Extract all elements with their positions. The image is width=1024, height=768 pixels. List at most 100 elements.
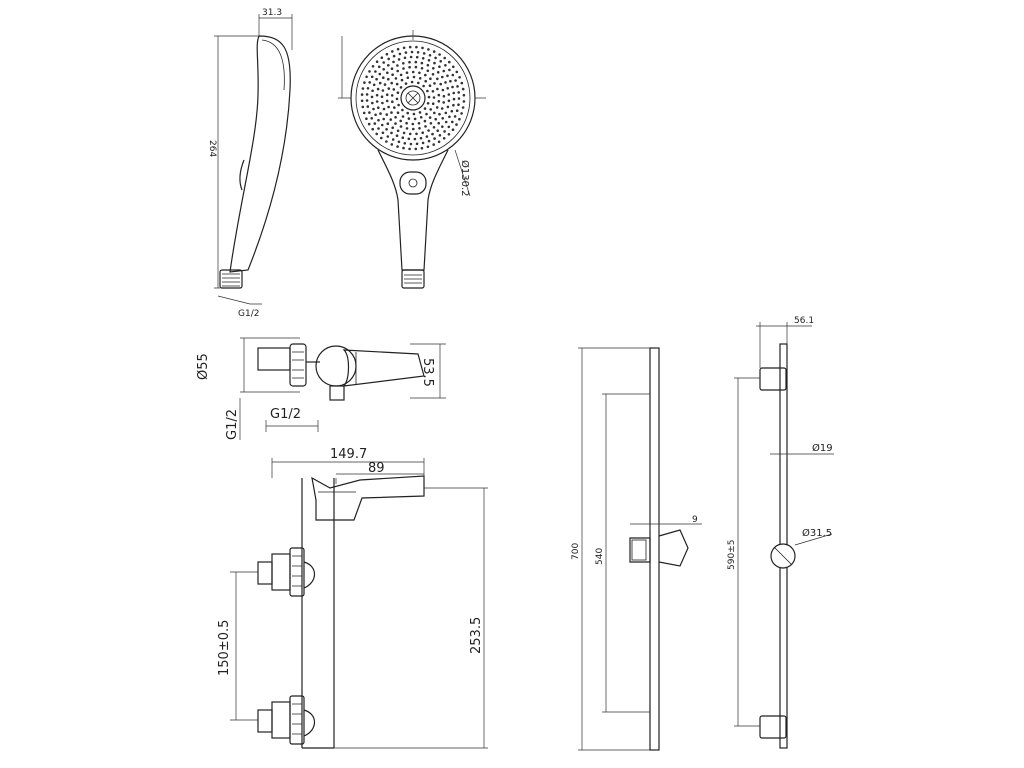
nozzle-dot bbox=[372, 107, 375, 111]
nozzle-dot bbox=[401, 108, 404, 112]
nozzle-dot bbox=[397, 58, 401, 61]
nozzle-dot bbox=[443, 130, 446, 133]
nozzle-dot bbox=[404, 51, 408, 54]
nozzle-dot bbox=[387, 64, 390, 67]
nozzle-dot bbox=[410, 50, 414, 54]
nozzle-dot bbox=[442, 94, 446, 98]
slide-rail-front-view: 700 540 9 bbox=[571, 347, 702, 751]
knob-diameter-label: Ø31.5 bbox=[802, 527, 832, 539]
nozzle-dot bbox=[436, 129, 440, 132]
nozzle-dot bbox=[452, 91, 456, 95]
nozzle-dot bbox=[422, 52, 426, 55]
nozzle-dot bbox=[456, 85, 459, 88]
nozzle-dot bbox=[382, 68, 386, 71]
nozzle-dot bbox=[427, 48, 430, 51]
nozzle-dot bbox=[402, 46, 406, 50]
nozzle-dot bbox=[391, 138, 395, 141]
nozzle-dot bbox=[418, 111, 422, 114]
nozzle-dot bbox=[368, 70, 371, 73]
nozzle-dot bbox=[386, 135, 390, 138]
nozzle-dot bbox=[386, 122, 390, 125]
nozzle-dot bbox=[411, 70, 415, 74]
nozzle-dot bbox=[405, 71, 409, 74]
nozzle-dot bbox=[385, 93, 389, 96]
nozzle-dot bbox=[418, 71, 421, 75]
mixer-width-label: 149.7 bbox=[330, 447, 367, 462]
nozzle-dot bbox=[455, 123, 458, 126]
nozzle-dot bbox=[393, 106, 396, 109]
nozzle-dot bbox=[381, 101, 384, 105]
nozzle-dot bbox=[425, 135, 429, 138]
nozzle-dot bbox=[397, 103, 400, 107]
nozzle-dot bbox=[432, 126, 436, 129]
nozzle-dot bbox=[447, 93, 451, 96]
nozzle-dot bbox=[426, 89, 429, 93]
nozzle-dot bbox=[450, 109, 454, 113]
nozzle-dot bbox=[426, 63, 430, 67]
nozzle-dot bbox=[460, 112, 463, 115]
nozzle-dot bbox=[448, 115, 451, 119]
nozzle-dot bbox=[404, 82, 408, 85]
nozzle-dot bbox=[366, 105, 370, 108]
nozzle-dot bbox=[434, 117, 438, 121]
nozzle-dot bbox=[409, 55, 413, 59]
nozzle-dot bbox=[439, 60, 443, 63]
nozzle-dot bbox=[390, 111, 393, 114]
nozzle-dot bbox=[379, 112, 382, 115]
nozzle-dot bbox=[412, 112, 416, 116]
nozzle-dot bbox=[461, 87, 465, 91]
nozzle-dot bbox=[375, 93, 379, 97]
nozzle-dot bbox=[407, 117, 411, 120]
nozzle-dot bbox=[427, 139, 431, 143]
holder-offset-label: 9 bbox=[692, 515, 698, 525]
nozzle-dot bbox=[396, 64, 399, 67]
nozzle-dot bbox=[391, 126, 395, 129]
slide-rail-side-view: 56.1 Ø19 Ø31.5 590±5 bbox=[727, 316, 834, 749]
nozzle-dot bbox=[446, 87, 450, 90]
nozzle-dot bbox=[460, 81, 464, 85]
nozzle-dot bbox=[400, 78, 404, 82]
nozzle-dot bbox=[451, 73, 455, 77]
nozzle-dot bbox=[437, 121, 441, 125]
nozzle-dot bbox=[403, 56, 407, 60]
nozzle-dot bbox=[433, 137, 436, 140]
nozzle-dot bbox=[386, 71, 389, 75]
nozzle-dot bbox=[429, 108, 433, 111]
nozzle-dot bbox=[372, 83, 376, 87]
nozzle-dot bbox=[454, 79, 457, 82]
mixer-depth-label: 89 bbox=[368, 461, 385, 476]
nozzle-dot bbox=[453, 115, 457, 118]
nozzle-dot bbox=[365, 117, 368, 120]
mixer-inlet-spacing-label: 150±0.5 bbox=[217, 620, 232, 676]
nozzle-dot bbox=[443, 56, 447, 60]
nozzle-dot bbox=[399, 73, 403, 77]
nozzle-dot bbox=[365, 99, 369, 102]
nozzle-dot bbox=[380, 136, 383, 140]
nozzle-dot bbox=[429, 122, 433, 125]
nozzle-dot bbox=[396, 47, 400, 51]
nozzle-dot bbox=[421, 141, 425, 145]
rail-length-label: 700 bbox=[571, 543, 581, 560]
nozzle-dot bbox=[442, 137, 446, 140]
nozzle-dot bbox=[371, 101, 374, 105]
nozzle-dot bbox=[395, 82, 399, 86]
nozzle-dot bbox=[435, 106, 439, 109]
nozzle-dot bbox=[444, 111, 448, 115]
nozzle-dot bbox=[408, 45, 412, 49]
nozzle-dot bbox=[367, 122, 371, 126]
nozzle-dot bbox=[410, 80, 414, 84]
nozzle-dot bbox=[426, 145, 430, 149]
nozzle-dot bbox=[444, 120, 448, 124]
nozzle-dot bbox=[380, 56, 384, 59]
nozzle-dot bbox=[378, 81, 382, 85]
nozzle-dot bbox=[385, 99, 389, 103]
mixer-top-view: Ø55 53.5 G1/2 G1/2 bbox=[196, 337, 446, 440]
nozzle-dot bbox=[395, 134, 399, 137]
nozzle-dot bbox=[392, 88, 396, 91]
nozzle-dot bbox=[418, 127, 421, 130]
nozzle-dot bbox=[360, 93, 364, 96]
nozzle-dot bbox=[375, 60, 379, 63]
mixer-front-view: 149.7 89 253.5 150±0.5 bbox=[217, 447, 488, 749]
nozzle-dot bbox=[382, 61, 386, 64]
